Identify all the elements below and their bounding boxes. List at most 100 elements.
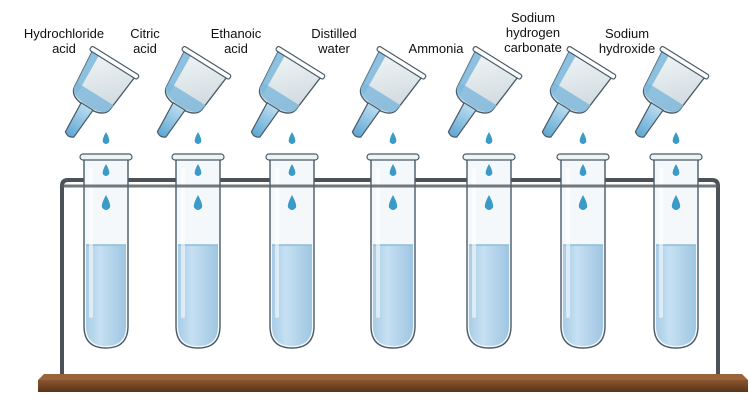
bottle-stripe [74,49,100,95]
liquid-drop [288,164,296,176]
bottle-liquid [165,82,206,113]
tube-liquid [563,245,603,346]
label-text: Sodium [604,26,650,41]
base-top [38,374,748,380]
liquid-drop [288,132,296,144]
liquid-drop [578,195,588,210]
bottle-nozzle [156,101,186,138]
tube-rim [462,153,516,161]
dropper-bottle [250,45,326,138]
dropper-bottle [634,45,710,138]
liquid-drop [102,132,110,144]
bottle-liquid [360,82,401,113]
label-text: carbonate [504,40,562,55]
label-ammonia: Ammonia [381,41,491,56]
bottle-liquid [456,82,497,113]
tube-outline [560,158,606,349]
bottle-rim [376,45,427,80]
tube-liquid [86,245,126,346]
liquid-drop [193,195,203,210]
drops [101,132,681,210]
tube-highlight [659,168,663,318]
label-text: Citric [130,26,160,41]
tube-highlight [472,168,476,318]
bottle-nozzle [634,101,664,138]
base-body [38,380,748,392]
label-citric-acid: Citric acid [90,26,200,56]
liquid-drop [194,132,202,144]
tube-outline [83,158,129,349]
bottle-stripe [457,49,483,95]
tube-rim [171,153,225,161]
bottle-liquid [259,82,300,113]
label-text: Hydrochloride [23,26,105,41]
test-tube [79,153,133,349]
tube-outline [370,158,416,349]
test-tube [171,153,225,349]
liquid-drop [485,164,493,176]
label-sodium-hydroxide: Sodium hydroxide [572,26,682,56]
tube-outline [466,158,512,349]
dropper-bottle [541,45,617,138]
liquid-drop [388,195,398,210]
bottle-liquid [550,82,591,113]
tube-liquid [469,245,509,346]
tube-rim [79,153,133,161]
tube-liquid [373,245,413,346]
bottle-rim [659,45,710,80]
test-tube [556,153,610,349]
label-text: hydrogen [505,25,561,40]
tube-liquid [178,245,218,346]
bottle-nozzle [250,101,280,138]
tube-highlight [89,168,93,318]
bottle-rim [275,45,326,80]
label-text: Distilled [311,26,357,41]
dropper-bottle [64,45,140,138]
liquid-drop [485,132,493,144]
dropper-bottle [447,45,523,138]
liquid-drop [484,195,494,210]
liquid-drop [287,195,297,210]
label-text: acid [133,41,157,56]
liquid-drop [102,164,110,176]
label-ethanoic-acid: Ethanoic acid [181,26,291,56]
tube-liquid [656,245,696,346]
liquid-drop [671,195,681,210]
label-text: water [318,41,350,56]
dropper-bottle [156,45,232,138]
tube-highlight [566,168,570,318]
dropper-bottles [64,45,710,138]
label-text: Ammonia [408,41,464,56]
test-tube [462,153,516,349]
tube-rim [556,153,610,161]
bottle-nozzle [64,101,94,138]
bottle-nozzle [541,101,571,138]
label-text: acid [52,41,76,56]
tube-liquid [272,245,312,346]
bottle-stripe [361,49,387,95]
label-sodium-hydrogen-carbonate: Sodium hydrogen carbonate [478,10,588,55]
tube-outline [269,158,315,349]
bottle-stripe [644,49,670,95]
bottle-liquid [73,82,114,113]
tube-highlight [376,168,380,318]
bottle-nozzle [447,101,477,138]
tube-rim [649,153,703,161]
tube-highlight [181,168,185,318]
tube-rim [366,153,420,161]
liquid-drop [389,164,397,176]
liquid-drop [101,195,111,210]
test-tube [366,153,420,349]
label-hydrochloride-acid: Hydrochloride acid [9,26,119,56]
bottle-liquid [643,82,684,113]
test-tube [649,153,703,349]
tube-outline [175,158,221,349]
bottle-rim [181,45,232,80]
bottle-stripe [166,49,192,95]
liquid-drop [579,132,587,144]
bottle-stripe [551,49,577,95]
label-text: Sodium [510,10,556,25]
test-tubes [79,153,703,349]
dropper-bottle [351,45,427,138]
